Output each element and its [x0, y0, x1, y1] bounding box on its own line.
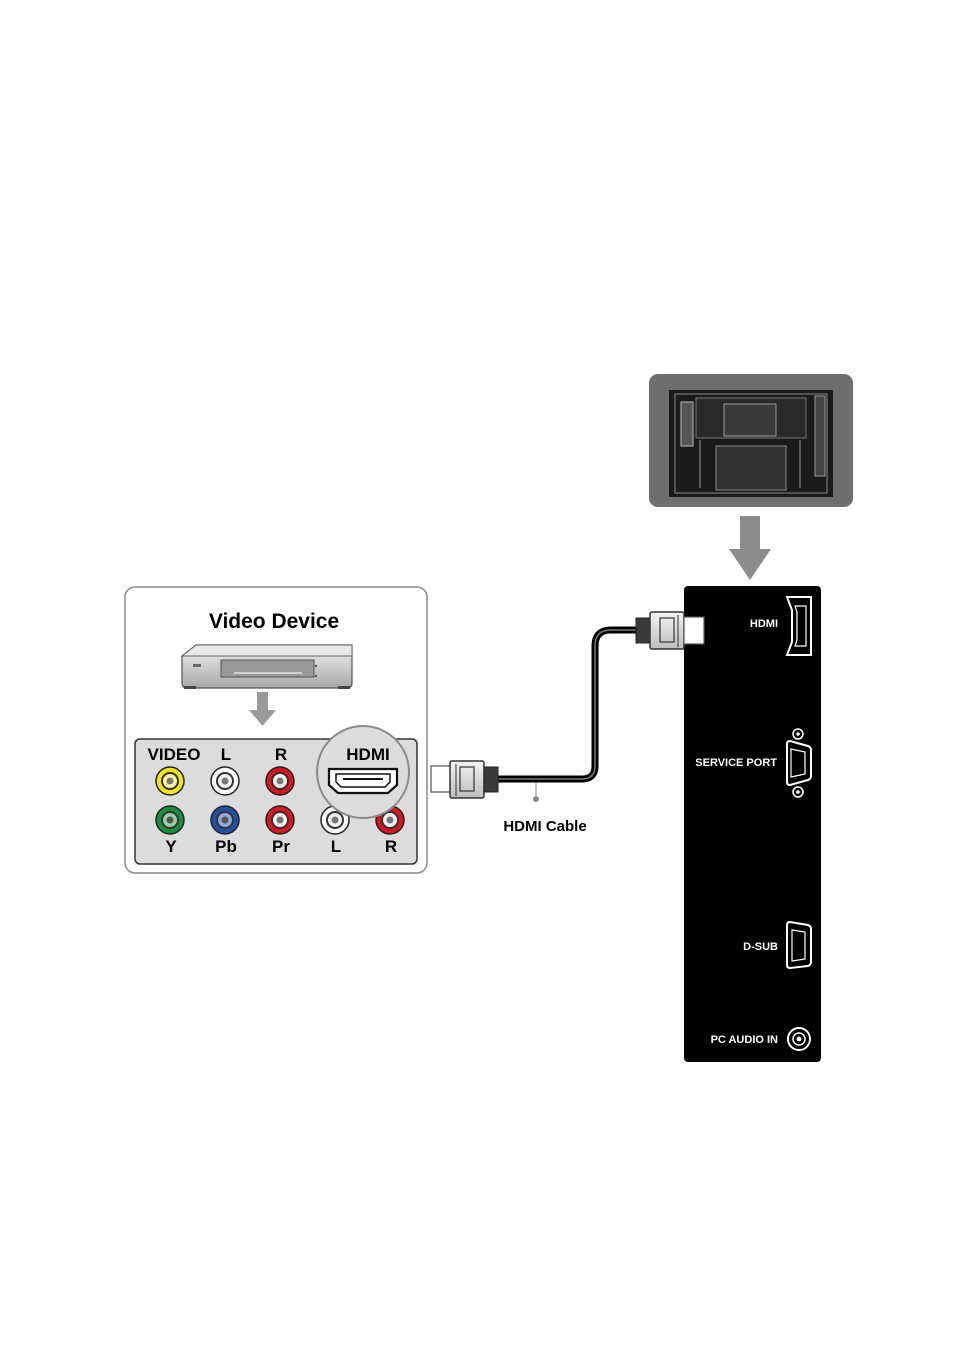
pc-audio-jack-icon — [788, 1028, 810, 1050]
panel-pc-audio-label: PC AUDIO IN — [711, 1034, 778, 1046]
label-audio-l-bottom: L — [331, 837, 341, 856]
video-player-icon — [182, 645, 352, 689]
hdmi-plug-right-icon — [636, 612, 704, 649]
panel-dsub-label: D-SUB — [743, 941, 778, 953]
label-audio-r-bottom: R — [385, 837, 397, 856]
rca-jack-y-icon — [156, 806, 184, 834]
video-device-box: Video Device VIDEO L R — [125, 587, 427, 873]
hdmi-magnifier: HDMI — [317, 726, 409, 818]
label-pr: Pr — [272, 837, 290, 856]
panel-hdmi-label: HDMI — [750, 618, 778, 630]
rca-jack-audio-r-top-icon — [266, 767, 294, 795]
dsub-port-icon — [787, 922, 811, 968]
rca-jack-pb-icon — [211, 806, 239, 834]
down-arrow-icon — [729, 516, 771, 580]
label-hdmi-device: HDMI — [346, 745, 389, 764]
hdmi-socket-icon — [329, 769, 397, 793]
hdmi-cable-label: HDMI Cable — [503, 818, 586, 835]
video-device-title: Video Device — [209, 610, 339, 633]
rca-jack-video-icon — [156, 767, 184, 795]
panel-service-port-label: SERVICE PORT — [695, 757, 777, 769]
hdmi-cable — [498, 630, 638, 802]
tv-rear-thumbnail — [649, 374, 853, 507]
label-video: VIDEO — [148, 745, 201, 764]
rca-jack-audio-l-top-icon — [211, 767, 239, 795]
label-pb: Pb — [215, 837, 237, 856]
rca-jack-pr-icon — [266, 806, 294, 834]
label-y: Y — [165, 837, 177, 856]
hdmi-plug-left-icon — [431, 761, 498, 798]
label-audio-l-top: L — [221, 745, 231, 764]
tv-connector-panel: HDMI SERVICE PORT D-SUB PC AUDIO IN — [684, 586, 821, 1062]
label-audio-r-top: R — [275, 745, 287, 764]
